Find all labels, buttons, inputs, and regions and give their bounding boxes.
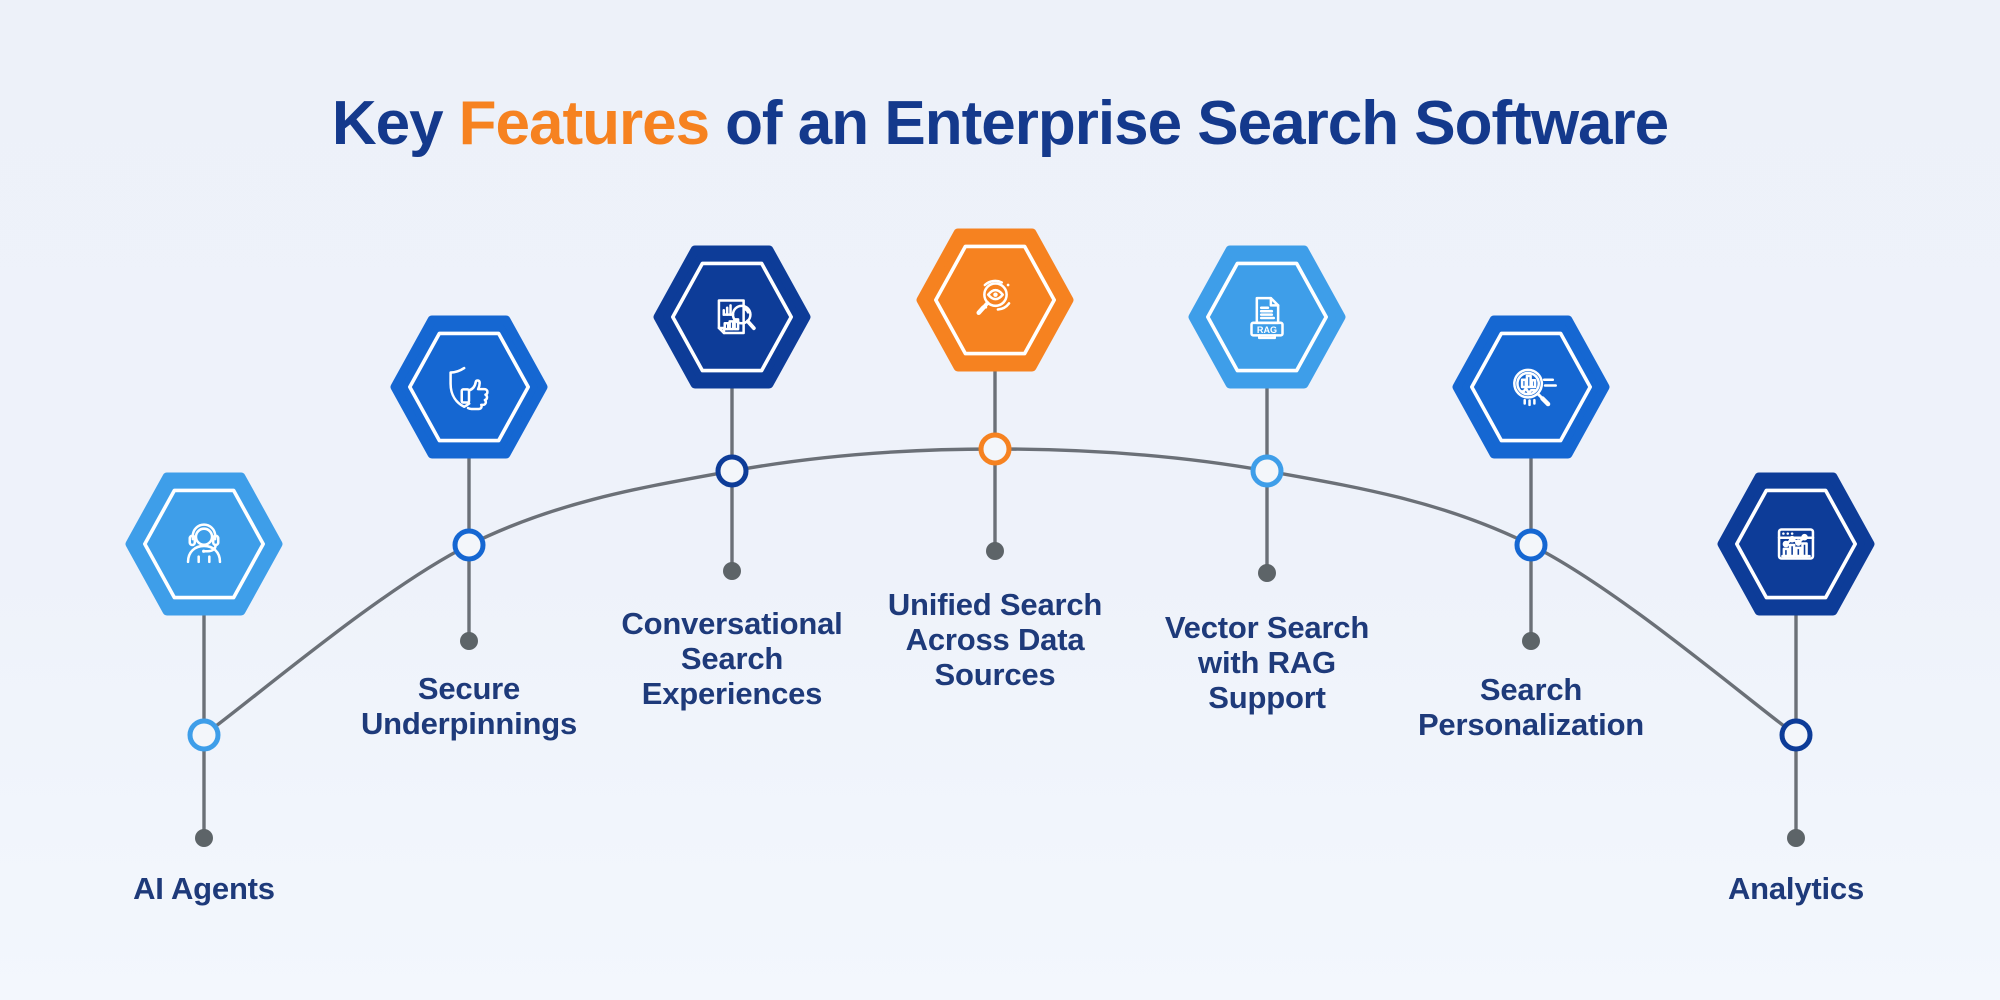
hexagon-inner-outline — [1735, 488, 1857, 600]
arc-ring-node-conversational-search-experiences — [715, 454, 749, 488]
title-part-1: Key — [331, 89, 444, 158]
arc-ring-node-analytics — [1779, 718, 1813, 752]
arc-ring-node-ai-agents — [187, 718, 221, 752]
title-highlight: Features — [458, 89, 710, 158]
hexagon-layer — [125, 228, 1875, 616]
hexagon-inner-outline — [670, 261, 794, 373]
hexagon-inner-outline — [1470, 331, 1592, 443]
feature-label-line: Sources — [934, 657, 1056, 692]
feature-label-line: Personalization — [1417, 707, 1645, 742]
end-dot-vector-search-with-rag-support — [1258, 564, 1276, 582]
end-dot-secure-underpinnings — [460, 632, 478, 650]
feature-hexagon-conversational-search-experiences — [653, 245, 811, 389]
feature-label-ai-agents: AI Agents — [44, 871, 364, 906]
feature-label-line: Secure — [417, 671, 521, 706]
end-dot-unified-search-across-data-sources — [986, 542, 1004, 560]
feature-hexagon-secure-underpinnings — [390, 315, 548, 459]
hexagon-inner-outline — [933, 244, 1056, 356]
feature-label-line: Conversational — [621, 606, 843, 641]
hexagon-shape — [653, 245, 811, 389]
end-dot-search-personalization — [1522, 632, 1540, 650]
end-dot-analytics — [1787, 829, 1805, 847]
feature-label-line: Unified Search — [887, 587, 1103, 622]
arc-ring-node-secure-underpinnings — [452, 528, 486, 562]
hexagon-inner-outline — [143, 488, 266, 600]
feature-label-line: Search — [1479, 672, 1583, 707]
hexagon-inner-outline — [1206, 261, 1328, 373]
end-dot-conversational-search-experiences — [723, 562, 741, 580]
feature-label-line: Vector Search — [1164, 610, 1370, 645]
feature-label-line: AI Agents — [133, 871, 275, 906]
feature-label-line: Support — [1208, 680, 1326, 715]
feature-label-line: Experiences — [641, 676, 823, 711]
feature-label-analytics: Analytics — [1636, 871, 1956, 906]
hexagon-inner-outline — [407, 331, 531, 443]
arc-ring-node-search-personalization — [1514, 528, 1548, 562]
feature-label-line: Search — [680, 641, 784, 676]
title-part-2: of an Enterprise Search Software — [725, 89, 1669, 158]
hexagon-shape — [390, 315, 548, 459]
feature-label-line: with RAG — [1198, 645, 1336, 680]
feature-hexagon-ai-agents — [125, 472, 283, 616]
feature-hexagon-search-personalization — [1452, 315, 1610, 459]
end-dot-ai-agents — [195, 829, 213, 847]
arc-ring-node-vector-search-with-rag-support — [1250, 454, 1284, 488]
feature-hexagon-vector-search-with-rag-support — [1188, 245, 1346, 389]
arc-ring-node-unified-search-across-data-sources — [978, 432, 1012, 466]
feature-label-line: Underpinnings — [360, 706, 578, 741]
feature-label-line: Analytics — [1727, 871, 1865, 906]
feature-label-line: Across Data — [905, 622, 1085, 657]
arc-node-layer — [187, 432, 1813, 847]
feature-hexagon-analytics — [1717, 472, 1875, 616]
feature-hexagon-unified-search-across-data-sources — [916, 228, 1074, 372]
